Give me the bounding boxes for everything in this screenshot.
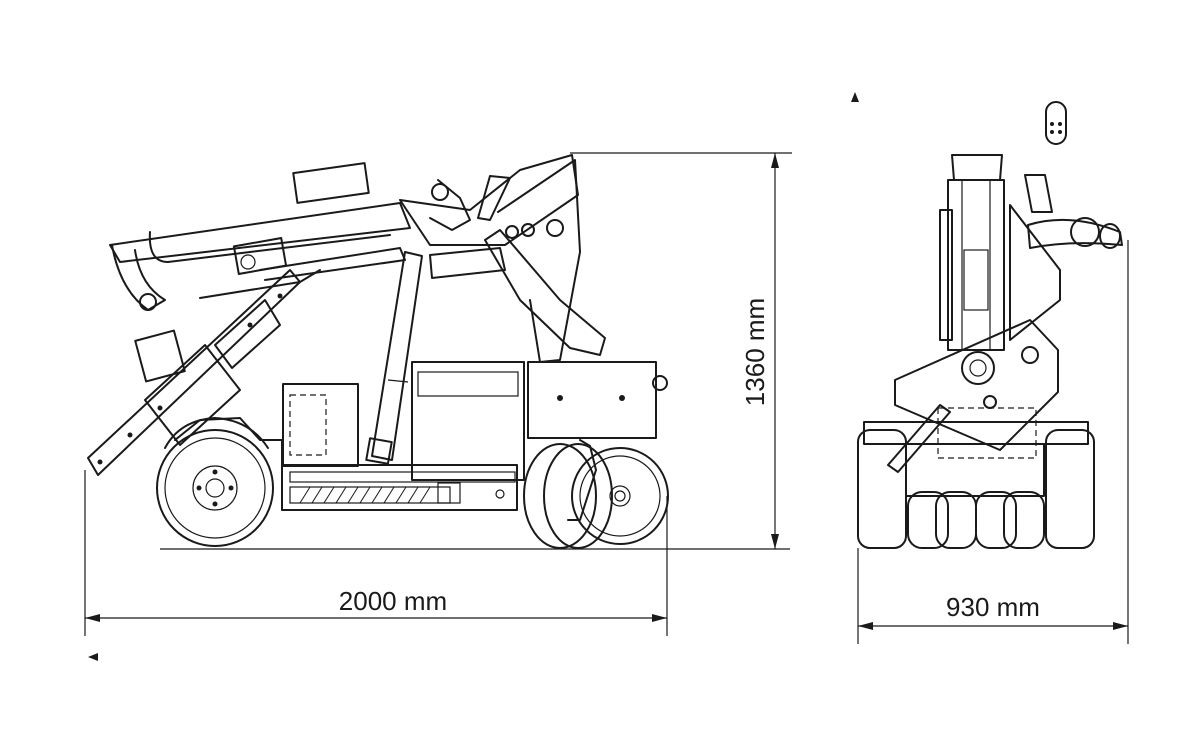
boom-head xyxy=(399,154,579,279)
front-view-mast xyxy=(939,154,1123,351)
small-detail-icon xyxy=(1045,101,1067,145)
width-label: 930 mm xyxy=(946,592,1040,622)
vacuum-frame xyxy=(87,254,301,476)
front-view-left-wheel xyxy=(857,429,907,549)
body-block xyxy=(282,361,668,481)
rear-wheels xyxy=(523,439,669,549)
height-label: 1360 mm xyxy=(740,298,770,406)
front-view-inner-wheels xyxy=(907,491,1045,549)
main-boom xyxy=(109,162,411,311)
marker-top xyxy=(851,92,859,102)
length-label: 2000 mm xyxy=(339,586,447,616)
front-view-right-wheel xyxy=(1045,429,1095,549)
front-wheel xyxy=(156,417,274,547)
length-dimension: 2000 mm xyxy=(84,470,668,661)
lift-cylinder xyxy=(365,251,423,465)
height-dimension: 1360 mm xyxy=(570,152,792,549)
front-view-plate xyxy=(894,319,1059,451)
front-view xyxy=(851,92,1123,549)
width-dimension: 930 mm xyxy=(857,240,1129,644)
marker-bottom xyxy=(88,653,98,661)
front-view-body xyxy=(905,443,1045,497)
side-view xyxy=(87,154,790,550)
front-view-hidden-box xyxy=(937,407,1037,459)
